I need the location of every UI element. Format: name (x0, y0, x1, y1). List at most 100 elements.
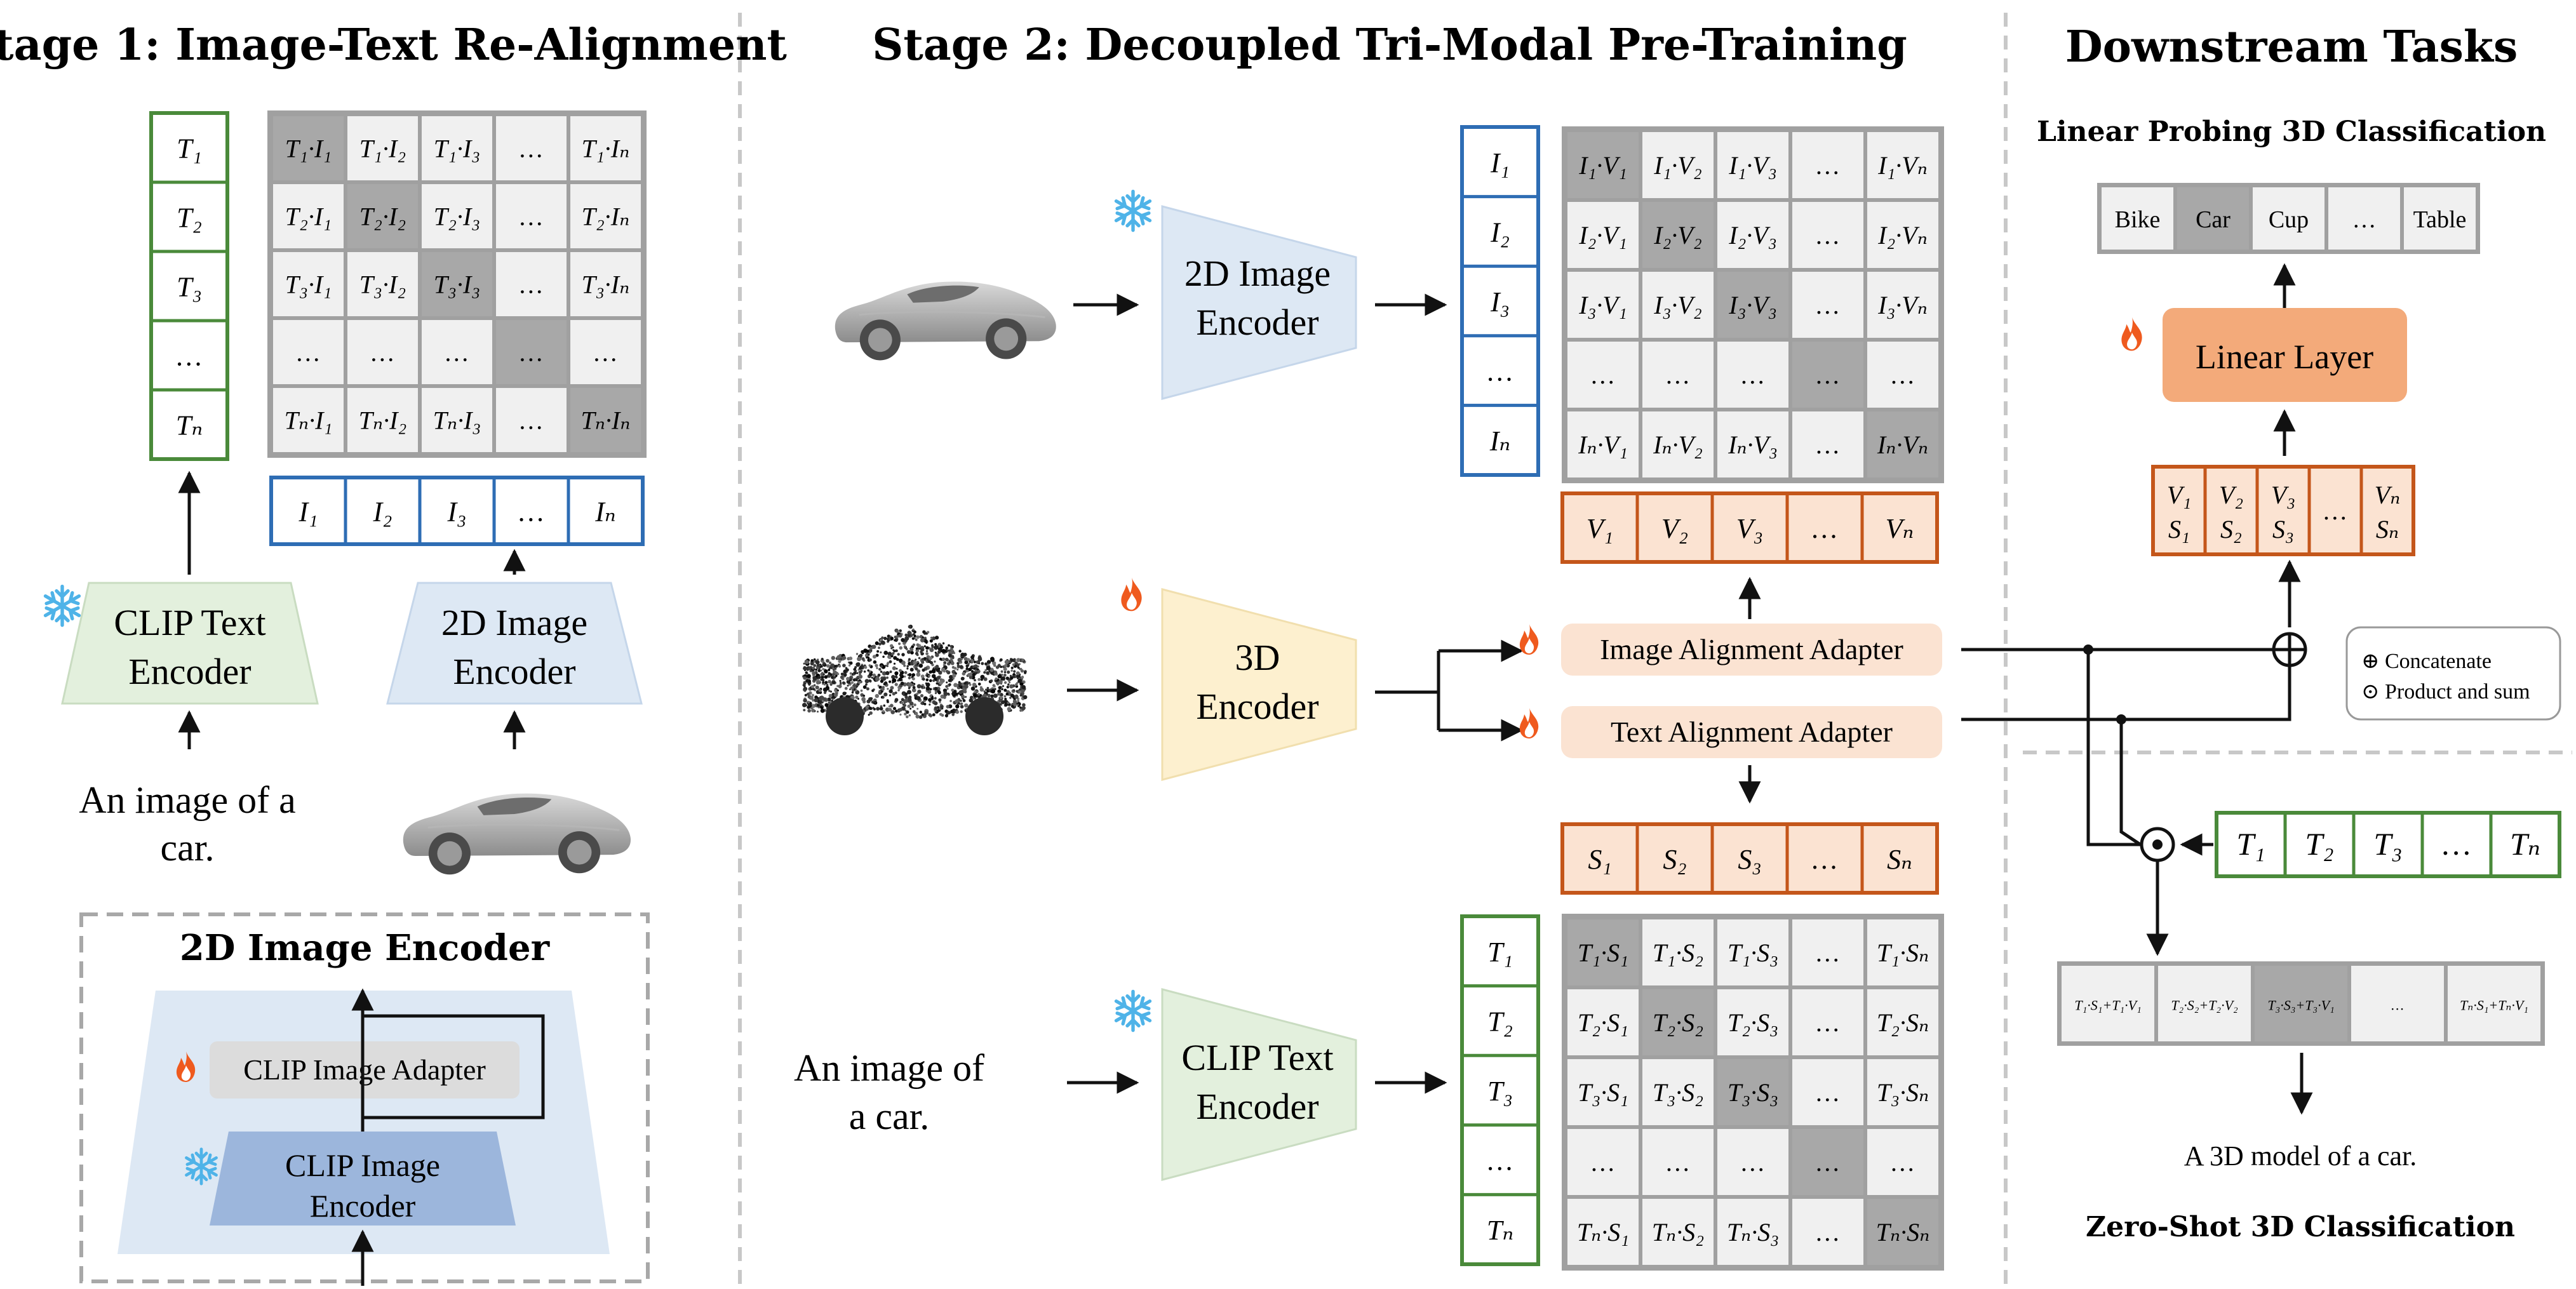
point-cloud-dot (986, 686, 989, 690)
point-cloud-dot (892, 691, 896, 696)
matrix-cell-label: … (520, 270, 543, 299)
point-cloud-dot (863, 648, 868, 653)
point-cloud-dot (948, 653, 952, 657)
point-cloud-dot (894, 639, 896, 642)
token-cell: V₃ (1736, 513, 1763, 544)
point-cloud-dot (1003, 671, 1007, 674)
matrix-cell (1642, 1129, 1714, 1195)
point-cloud-dot (889, 660, 892, 664)
point-cloud-dot (820, 706, 824, 709)
point-cloud-dot (911, 637, 915, 640)
point-cloud-dot (959, 665, 963, 669)
point-cloud-dot (908, 673, 912, 677)
point-cloud-dot (881, 687, 885, 691)
matrix-cell (1642, 919, 1714, 985)
point-cloud-dot (932, 636, 936, 641)
point-cloud-dot (904, 692, 908, 696)
point-cloud-dot (831, 681, 836, 685)
matrix-cell-label: … (594, 338, 617, 367)
token-cell: Tₙ (2510, 826, 2540, 862)
token-row-frame (269, 476, 645, 546)
point-cloud-car-image (802, 624, 1028, 735)
point-cloud-dot (1010, 677, 1013, 679)
matrix-cell (1792, 272, 1863, 338)
point-cloud-dot (920, 702, 923, 705)
matrix-cell-label: I₂·V₁ (1578, 221, 1627, 250)
point-cloud-dot (929, 704, 931, 706)
matrix-cell (1567, 989, 1639, 1055)
point-cloud-dot (875, 677, 880, 681)
point-cloud-dot (815, 681, 820, 685)
image-alignment-adapter: Image Alignment Adapter (1561, 624, 1942, 676)
point-cloud-dot (928, 674, 930, 678)
point-cloud-dot (838, 665, 842, 668)
point-cloud-dot (1023, 690, 1025, 692)
point-cloud-dot (963, 657, 968, 661)
point-cloud-dot (879, 685, 882, 688)
stage2-caption-line1: An image of (794, 1047, 984, 1089)
point-cloud-dot (1003, 688, 1007, 692)
stage1-caption-line1: An image of a (79, 779, 296, 821)
matrix-cell (1717, 342, 1788, 408)
point-cloud-dot (858, 671, 861, 674)
point-cloud-dot (882, 677, 886, 681)
point-cloud-dot (1022, 703, 1026, 707)
point-cloud-dot (911, 683, 915, 687)
point-cloud-dot (859, 673, 861, 676)
matrix-cell-label: … (1816, 151, 1839, 180)
point-cloud-dot (889, 694, 892, 697)
point-cloud-dot (875, 641, 879, 645)
stage1-clip-text-encoder-line1: CLIP Text (114, 602, 265, 643)
point-cloud-dot (868, 714, 870, 716)
point-cloud-dot (986, 665, 991, 671)
point-cloud-dot (899, 646, 903, 650)
point-cloud-dot (871, 644, 876, 649)
point-cloud-dot (863, 670, 866, 673)
point-cloud-dot (861, 650, 864, 654)
stage2-3d-encoder-line1: 3D (1235, 637, 1280, 678)
token-row-frame (2215, 811, 2561, 878)
point-cloud-dot (887, 651, 892, 656)
matrix-cell-label: … (1816, 1218, 1839, 1246)
point-cloud-dot (922, 668, 925, 672)
point-cloud-dot (913, 634, 916, 638)
token-column-frame (149, 111, 229, 461)
point-cloud-dot (948, 683, 951, 686)
token-cell: T₁ (177, 133, 202, 164)
score-label: T₃·S₃+T₃·V₁ (2267, 998, 2334, 1013)
point-cloud-dot (946, 681, 948, 684)
point-cloud-dot (851, 691, 854, 694)
matrix-cell (1717, 989, 1788, 1055)
point-cloud-dot (918, 715, 923, 719)
matrix-cell (1867, 1129, 1938, 1195)
point-cloud-dot (915, 647, 918, 650)
point-cloud-dot (822, 679, 825, 682)
point-cloud-dot (827, 697, 831, 702)
point-cloud-dot (1007, 707, 1012, 711)
matrix-cell-label: … (1816, 938, 1839, 967)
matrix-cell (347, 252, 418, 316)
token-cell: Tₙ (176, 410, 203, 441)
token-row-frame (1560, 491, 1939, 564)
point-cloud-dot (899, 673, 902, 677)
point-cloud-dot (817, 669, 821, 672)
matrix-cell (570, 116, 641, 180)
vs-cell-s: S₂ (2220, 515, 2242, 544)
point-cloud-dot (889, 689, 893, 693)
point-cloud-dot (1003, 681, 1007, 685)
point-cloud-dot (803, 688, 807, 691)
point-cloud-dot (998, 698, 1002, 703)
matrix-cell-label: … (1816, 431, 1839, 459)
point-cloud-dot (925, 646, 929, 650)
point-cloud-dot (812, 671, 816, 676)
point-cloud-dot (810, 704, 815, 709)
point-cloud-dot (923, 696, 928, 701)
point-cloud-dot (916, 696, 921, 701)
point-cloud-dot (851, 686, 854, 690)
matrix-cell-label: I₁·Vₙ (1877, 151, 1928, 180)
point-cloud-dot (1016, 671, 1020, 676)
matrix-cell-label: T₃·I₂ (359, 270, 406, 299)
point-cloud-dot (935, 636, 939, 640)
matrix-cell (1567, 272, 1639, 338)
